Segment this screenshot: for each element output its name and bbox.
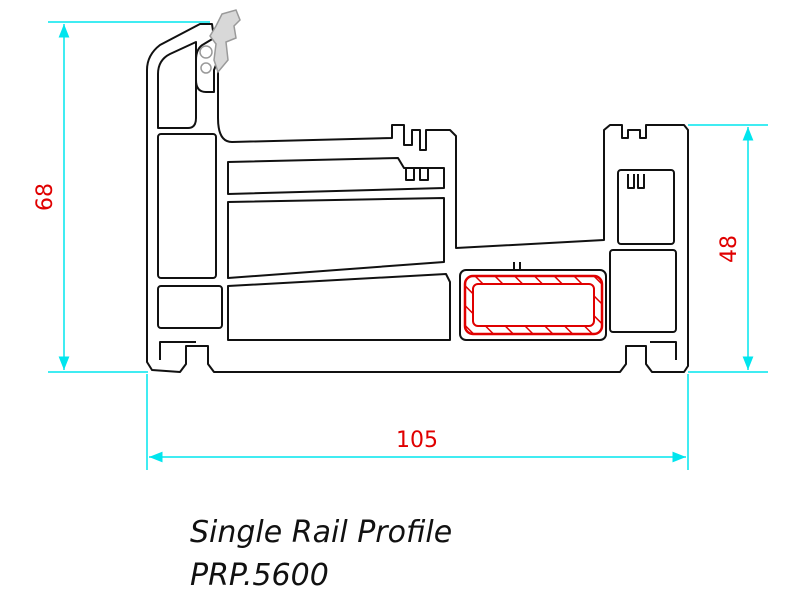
dimension-height-68: 68 xyxy=(33,21,210,373)
chamber-right-2 xyxy=(609,249,677,333)
chamber-left-1 xyxy=(157,133,217,279)
gasket xyxy=(199,9,241,74)
chamber-middle-3 xyxy=(227,273,451,341)
chamber-middle-1 xyxy=(227,157,445,195)
profile-section xyxy=(146,23,689,373)
chamber-left-2 xyxy=(157,285,223,329)
groove-bottom-left xyxy=(159,341,196,360)
dimension-label-68: 68 xyxy=(33,183,58,211)
reinforcement-chamber xyxy=(459,269,607,341)
profile-name: Single Rail Profile xyxy=(190,515,453,550)
dimension-height-48: 48 xyxy=(688,124,768,373)
dimension-label-105: 105 xyxy=(396,428,438,453)
chamber-right-1 xyxy=(617,169,675,245)
dimension-label-48: 48 xyxy=(717,235,742,263)
chamber-top-left xyxy=(157,41,197,129)
groove-bottom-right xyxy=(650,341,677,360)
clip-slot xyxy=(405,168,429,181)
profile-outer-contour xyxy=(146,23,689,373)
steel-reinforcement xyxy=(463,274,604,336)
chamber-middle-2 xyxy=(227,197,445,279)
clip-slot-right xyxy=(627,174,645,189)
dimension-width-105: 105 xyxy=(146,374,689,470)
notch-small xyxy=(513,262,521,271)
profile-code: PRP.5600 xyxy=(190,558,329,593)
